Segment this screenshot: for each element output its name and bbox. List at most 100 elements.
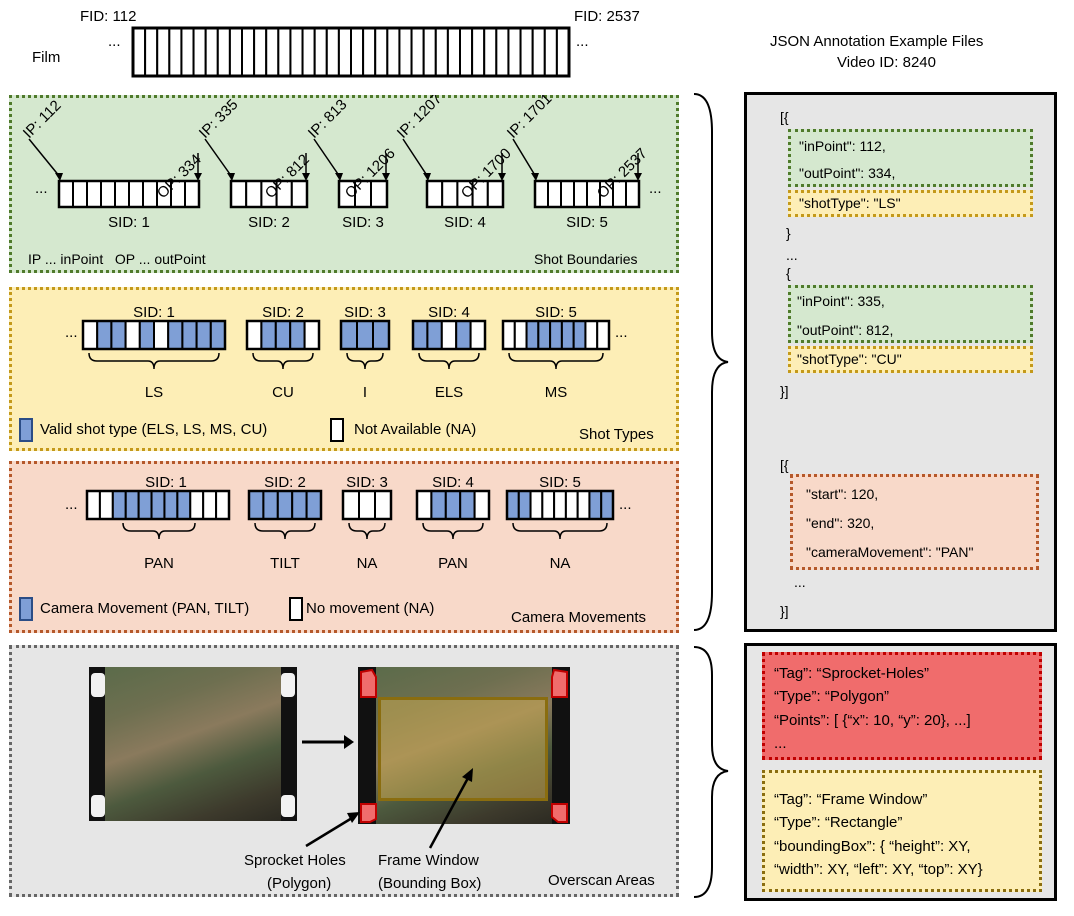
json-line-end: "end": 320,: [806, 515, 875, 531]
camera-movements-panel: [9, 461, 679, 633]
camera-movement-sid: SID: 4: [432, 474, 474, 491]
json-line-type1: "shotType": "LS": [799, 195, 901, 211]
ip-pointer-head: [55, 173, 63, 181]
shot-boundary-strip: [57, 179, 201, 209]
frame-cell: [517, 490, 532, 520]
frame-cell: [96, 320, 113, 350]
film-frame-cell: [374, 27, 389, 77]
frame-window-label: Frame Window: [378, 852, 479, 869]
json-sprocket-box: [762, 652, 1042, 760]
camera-movement-sid: SID: 1: [145, 474, 187, 491]
st-ellipsis-left: ...: [65, 324, 78, 341]
film-frame-cell: [216, 27, 231, 77]
op-pointer-head: [498, 173, 506, 181]
film-frame-cell: [313, 27, 328, 77]
frame-cell: [195, 320, 212, 350]
camera-movement-sid: SID: 2: [264, 474, 306, 491]
film-frame-cell: [277, 27, 292, 77]
film-frame-cell: [132, 27, 147, 77]
film-frame-cell: [386, 27, 401, 77]
frame-cell: [473, 490, 491, 520]
frame-cell: [459, 490, 476, 520]
ip-pointer-head: [335, 173, 343, 181]
op-pointer-head: [382, 173, 390, 181]
ip-pointer-line: [512, 138, 537, 178]
json-inpoint-box-1: [788, 129, 1033, 187]
frame-cell: [356, 320, 374, 350]
sprocket-hole-br: [281, 795, 295, 817]
film-frame-cell: [156, 27, 171, 77]
film-frame-cell: [495, 27, 510, 77]
frame-cell: [529, 490, 544, 520]
cm-ellipsis-right: ...: [619, 496, 632, 513]
ip-label: IP: 813: [305, 96, 351, 142]
sprocket-holes-label: Sprocket Holes: [244, 852, 346, 869]
shot-types-panel: [9, 287, 679, 451]
frame-cell: [625, 180, 640, 208]
frame-cell: [58, 180, 74, 208]
ip-label: IP: 1207: [394, 95, 446, 142]
frame-cell: [142, 180, 158, 208]
camera-movements-title: Camera Movements: [511, 609, 647, 626]
frame-cell: [260, 320, 277, 350]
ip-pointer-line: [402, 138, 429, 178]
frame-cell: [534, 180, 549, 208]
curly-brace-top: [693, 93, 729, 631]
camera-movement-brace: [254, 522, 316, 540]
json-line-out1: "outPoint": 334,: [799, 165, 896, 181]
shot-type-sid: SID: 1: [133, 304, 175, 321]
frame-cell: [167, 320, 184, 350]
film-frame-cell: [410, 27, 425, 77]
film-frame-cell: [555, 27, 570, 77]
frame-cell: [202, 490, 218, 520]
shot-boundary-sid: SID: 1: [108, 214, 150, 231]
camera-movement-brace: [422, 522, 484, 540]
frame-cell: [181, 320, 198, 350]
json-line-in1: "inPoint": 112,: [799, 138, 886, 154]
json-sprocket-line-2: “Type”: “Polygon”: [774, 688, 890, 705]
json-frame-line-1: “Tag”: “Frame Window”: [774, 791, 928, 808]
frame-cell: [600, 490, 615, 520]
strip-outline: [411, 319, 487, 351]
film-frame-cell: [253, 27, 268, 77]
op-pointer-head: [302, 173, 310, 181]
film-frame-cell: [144, 27, 159, 77]
shot-boundary-sid: SID: 4: [444, 214, 486, 231]
shot-types-title: Shot Types: [579, 426, 654, 443]
strip-outline: [533, 179, 641, 209]
frame-cell: [572, 320, 587, 350]
camera-movement-strip: [415, 489, 491, 521]
film-frame-cell: [434, 27, 449, 77]
camera-movement-label: NA: [357, 555, 378, 572]
na-shot-type-legend: Not Available (NA): [354, 421, 477, 438]
curly-brace-bottom: [693, 646, 729, 898]
strip-outline: [247, 489, 323, 521]
ip-pointer-head: [227, 173, 235, 181]
no-movement-swatch: [289, 597, 303, 621]
pointer-arrows: [305, 768, 473, 849]
frame-cell: [547, 180, 562, 208]
cm-ellipsis-left: ...: [65, 496, 78, 513]
film-frame-cell: [192, 27, 207, 77]
film-strip-outline: [131, 26, 571, 78]
strip-outline: [425, 179, 505, 209]
film-frame-cell: [531, 27, 546, 77]
film-frame-cell: [483, 27, 498, 77]
json-frame-line-3: “boundingBox”: { “height”: XY,: [774, 838, 971, 855]
film-frame-cell: [241, 27, 256, 77]
film-frame-cell: [507, 27, 522, 77]
frame-cell: [441, 180, 459, 208]
shot-type-sid: SID: 5: [535, 304, 577, 321]
st-ellipsis-right: ...: [615, 324, 628, 341]
film-ellipsis-left: ...: [108, 33, 121, 50]
strip-outline: [85, 489, 231, 521]
fid-start-label: FID: 112: [80, 8, 137, 25]
json-shottype-box-2: [788, 346, 1033, 373]
ip-pointer-head: [531, 173, 539, 181]
json-inpoint-box-2: [788, 285, 1033, 343]
frame-cell: [230, 180, 248, 208]
valid-shot-type-swatch: [19, 418, 33, 442]
frame-cell: [111, 490, 127, 520]
shot-type-sid: SID: 2: [262, 304, 304, 321]
json-sprocket-line-3: “Points”: [ {“x”: 10, “y”: 20}, ...]: [774, 712, 971, 729]
